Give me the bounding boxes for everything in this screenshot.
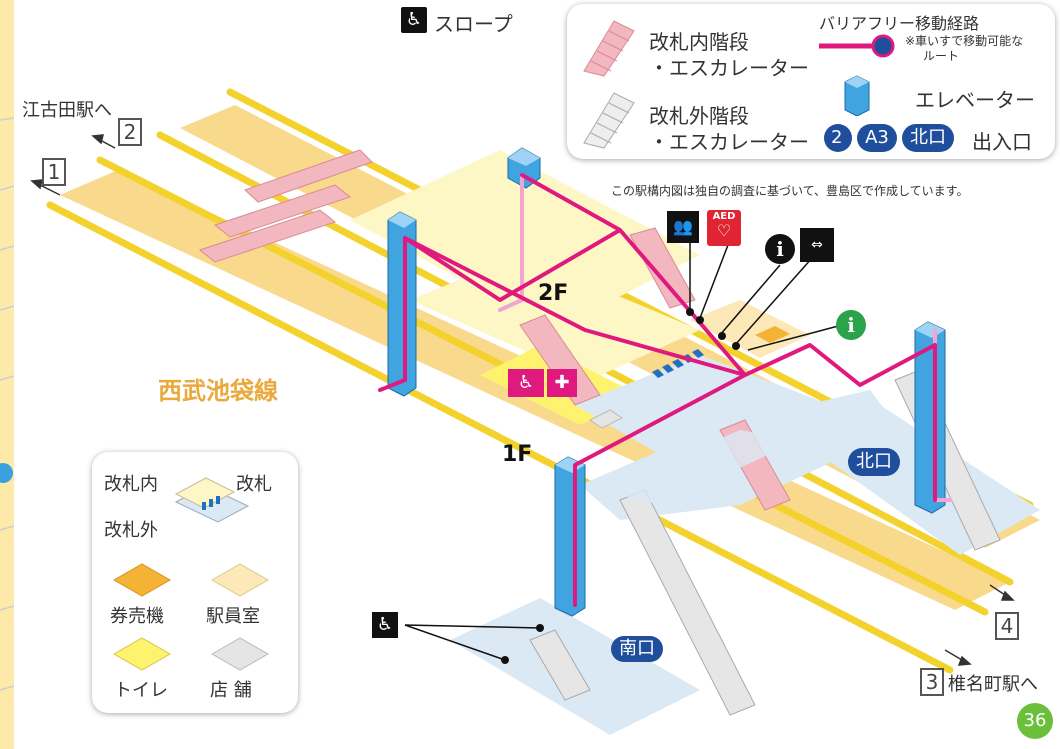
platform-number-2: 2	[118, 118, 142, 146]
staff-room-swatch	[210, 563, 270, 597]
exit-samples: 2 A3 北口	[824, 124, 954, 152]
barrier-free-route-icon	[819, 34, 895, 58]
direction-east-label: 椎名町駅へ	[948, 674, 1038, 695]
outside-stairs-label-1: 改札外階段	[649, 104, 749, 128]
info-green-icon: i	[836, 310, 866, 340]
direction-west-label: 江古田駅へ	[22, 100, 112, 121]
exit-badge-sample-name: 北口	[901, 124, 954, 152]
exit-north-badge[interactable]: 北口	[848, 448, 900, 476]
shop-label: 店 舗	[210, 680, 252, 701]
outside-stairs-label-2: ・エスカレーター	[649, 130, 809, 154]
concourse-1f	[600, 430, 800, 505]
concourse-gate-outside	[575, 355, 870, 490]
line-name: 西武池袋線	[158, 377, 278, 405]
concourse-2f-north	[350, 150, 700, 330]
inside-stairs-icon	[583, 20, 635, 77]
gate-outside-label: 改札外	[104, 520, 158, 541]
ticket-icon: ⇔	[800, 228, 834, 262]
page-number-badge: 36	[1017, 703, 1053, 739]
aed-label: AED	[712, 211, 736, 222]
aed-icon: AED ♡	[707, 210, 741, 246]
exit-south-label: 南口	[611, 636, 663, 662]
callout-dots	[501, 308, 740, 664]
staff-assist-icon: 👥	[667, 211, 699, 243]
platform-number-3: 3	[920, 668, 944, 696]
legend-top-card: 改札内階段 ・エスカレーター 改札外階段 ・エスカレーター バリアフリー移動経路…	[567, 4, 1055, 159]
toilet-label: トイレ	[114, 680, 168, 701]
gate-inside-label: 改札内	[104, 474, 158, 495]
gate-label: 改札	[236, 474, 272, 495]
wheelchair-note-1: ※車いすで移動可能な	[905, 34, 1024, 48]
slope-label: スロープ	[434, 12, 513, 36]
exit-north-label: 北口	[848, 448, 900, 476]
outside-stairs-icon	[583, 92, 635, 149]
ticket-machine-label: 券売機	[110, 606, 164, 627]
ticket-gates	[652, 349, 704, 378]
barrier-free-label: バリアフリー移動経路	[819, 14, 980, 33]
barrier-free-route	[378, 173, 952, 607]
platform-number-1-text: 1	[42, 158, 66, 186]
platform-number-1: 1	[42, 158, 66, 186]
gate-diagram-icon	[174, 477, 250, 523]
platform-number-4-text: 4	[995, 612, 1019, 640]
ostomate-toilet-icon: ✚	[547, 369, 577, 397]
toilet-swatch	[112, 637, 172, 671]
inside-stairs	[198, 149, 791, 511]
wheelchair-note-2: ルート	[923, 49, 960, 63]
slope-map-icon: ♿	[372, 612, 398, 638]
shop-area	[589, 409, 623, 429]
platform-number-2-text: 2	[118, 118, 142, 146]
exit-label: 出入口	[972, 130, 1032, 154]
accessible-toilet-icon: ♿	[508, 369, 544, 397]
floor-1f-label: 1F	[502, 442, 533, 467]
inside-stairs-label-2: ・エスカレーター	[649, 56, 809, 80]
floor-2f-label: 2F	[538, 281, 569, 306]
slope-icon: ♿	[401, 7, 427, 33]
ticket-machine-swatch	[112, 563, 172, 597]
elevator-icon	[844, 75, 870, 116]
exit-badge-sample-number: 2	[824, 124, 852, 152]
elevator-label: エレベーター	[915, 88, 1035, 112]
elevators	[387, 147, 946, 617]
legend-bottom-card: 改札内 改札 改札外 券売機 駅員室 トイレ 店 舗	[92, 452, 298, 713]
exit-badge-sample-code: A3	[857, 124, 897, 152]
map-marker	[0, 463, 13, 483]
shop-swatch	[210, 637, 270, 671]
info-icon: i	[765, 234, 795, 264]
city-map-strip	[0, 0, 14, 749]
inside-stairs-label-1: 改札内階段	[649, 30, 749, 54]
direction-arrows	[30, 134, 1015, 666]
staff-room-label: 駅員室	[206, 606, 260, 627]
platform-number-4: 4	[995, 612, 1019, 640]
ticket-machine-area	[755, 326, 790, 343]
credit-text: この駅構内図は独自の調査に基づいて、豊島区で作成しています。	[611, 184, 969, 198]
exit-south-badge[interactable]: 南口	[611, 636, 663, 662]
platform-number-3-text: 3	[920, 668, 944, 696]
